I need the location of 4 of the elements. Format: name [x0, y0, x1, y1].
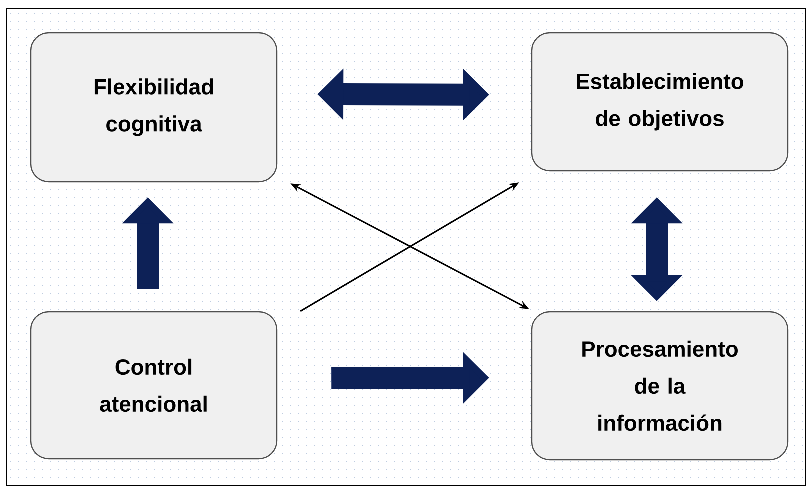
- rounded-box: Control atencional: [30, 311, 278, 460]
- rounded-box: Flexibilidad cognitiva: [30, 32, 278, 183]
- rounded-box: Establecimiento de objetivos: [531, 32, 789, 172]
- rounded-box: Procesamiento de la información: [531, 311, 789, 461]
